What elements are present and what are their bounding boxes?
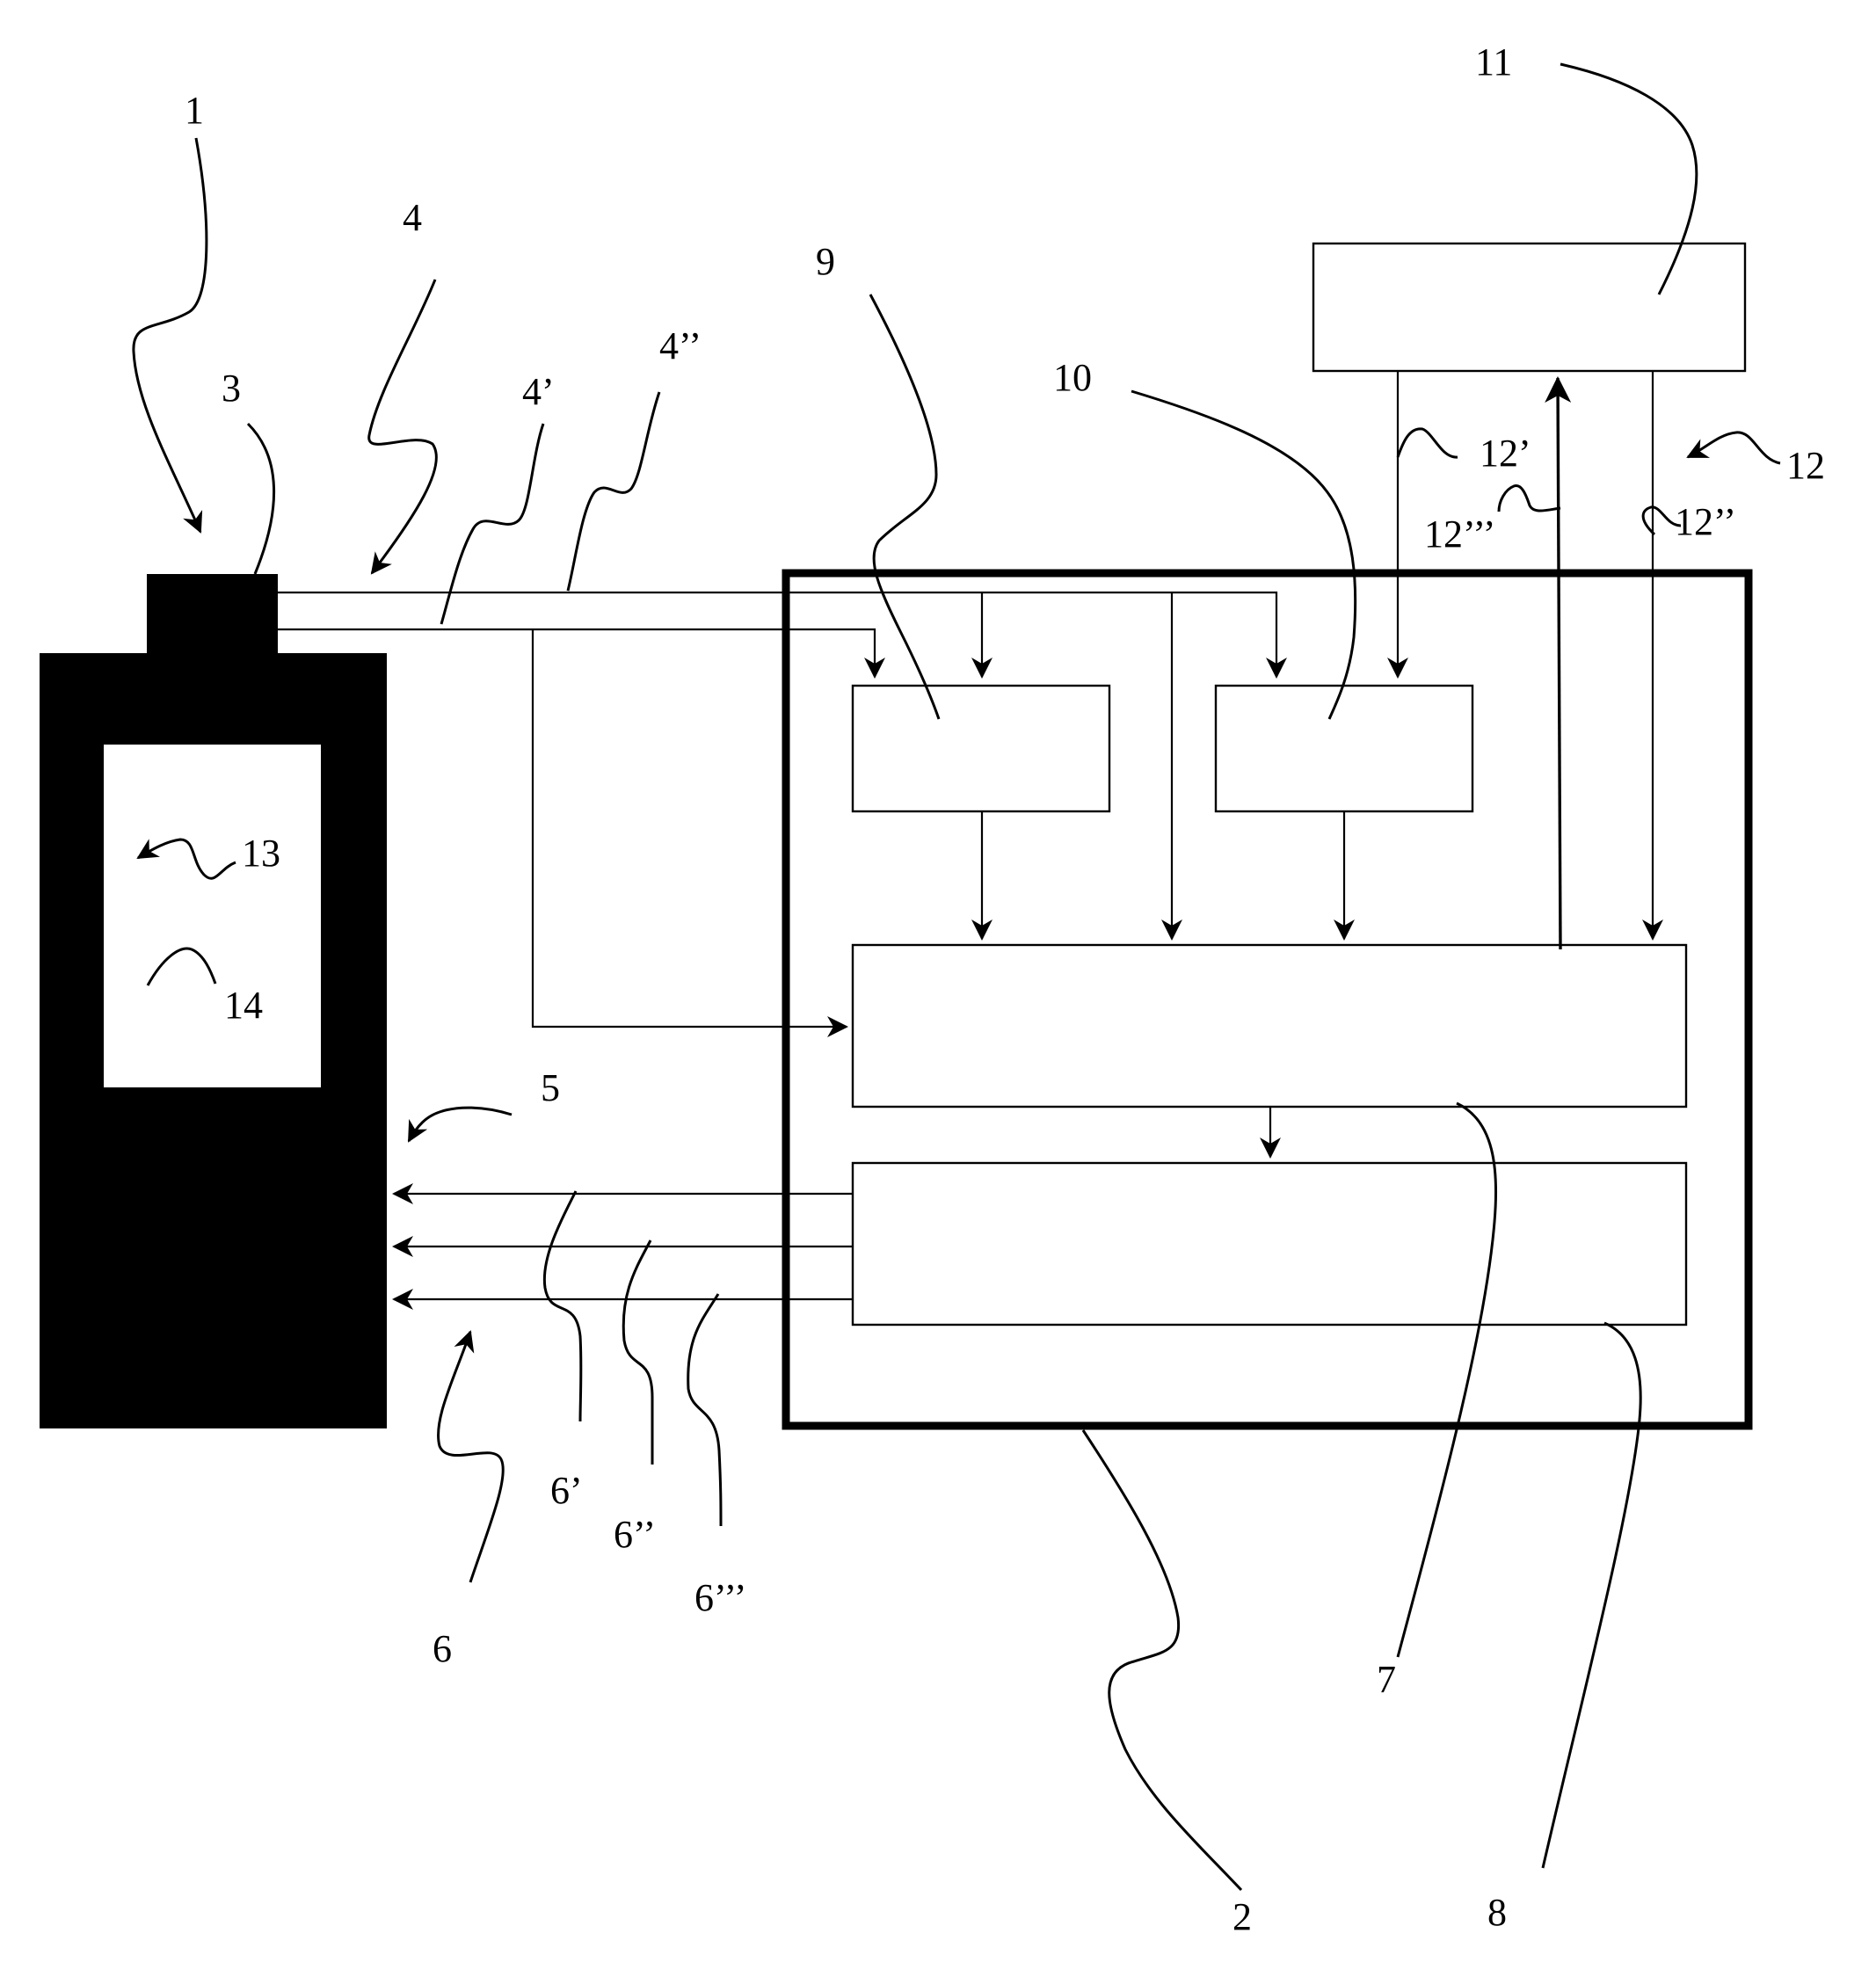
label-6ppp: 6’’’ bbox=[694, 1576, 746, 1619]
leader-4pp bbox=[568, 392, 659, 591]
leader-8 bbox=[1543, 1323, 1640, 1868]
label-13: 13 bbox=[242, 832, 280, 875]
leader-6p bbox=[544, 1191, 581, 1421]
label-12ppp: 12’’’ bbox=[1424, 512, 1495, 556]
label-7: 7 bbox=[1377, 1658, 1396, 1701]
leader-6 bbox=[439, 1332, 504, 1582]
label-6p: 6’ bbox=[550, 1469, 583, 1512]
label-4p: 4’ bbox=[522, 370, 555, 413]
block-10 bbox=[1216, 686, 1472, 811]
block-7 bbox=[853, 945, 1686, 1107]
leader-3 bbox=[248, 424, 274, 574]
line-4p-branch-7 bbox=[533, 629, 847, 1027]
block-9 bbox=[853, 686, 1109, 811]
label-6: 6 bbox=[433, 1627, 452, 1670]
label-10: 10 bbox=[1053, 356, 1092, 399]
leader-4p bbox=[441, 424, 543, 624]
leader-12p bbox=[1398, 429, 1458, 457]
label-9: 9 bbox=[816, 240, 835, 283]
device-connector-3 bbox=[147, 574, 278, 656]
device-1 bbox=[40, 574, 387, 1428]
label-1: 1 bbox=[185, 89, 204, 132]
label-6pp: 6’’ bbox=[614, 1513, 656, 1556]
device-display bbox=[104, 745, 321, 1087]
label-3: 3 bbox=[222, 367, 241, 410]
label-4pp: 4’’ bbox=[659, 324, 702, 367]
leader-4 bbox=[369, 280, 437, 573]
leader-1 bbox=[134, 138, 207, 532]
label-11: 11 bbox=[1475, 40, 1512, 84]
leader-2 bbox=[1083, 1430, 1241, 1890]
line-4pp bbox=[278, 592, 1276, 677]
label-2: 2 bbox=[1232, 1895, 1252, 1938]
label-4: 4 bbox=[403, 196, 422, 239]
leader-6pp bbox=[623, 1240, 652, 1465]
label-5: 5 bbox=[541, 1066, 560, 1109]
leader-12ppp bbox=[1499, 485, 1560, 512]
label-14: 14 bbox=[224, 984, 263, 1027]
label-12p: 12’ bbox=[1480, 432, 1531, 475]
label-12pp: 12’’ bbox=[1675, 500, 1736, 543]
leader-12 bbox=[1688, 432, 1780, 463]
leader-9 bbox=[870, 294, 939, 719]
block-8 bbox=[853, 1163, 1686, 1325]
leader-6ppp bbox=[688, 1294, 721, 1526]
line-12ppp bbox=[1558, 378, 1560, 949]
leader-5 bbox=[409, 1108, 512, 1141]
leader-10 bbox=[1131, 391, 1356, 719]
label-8: 8 bbox=[1487, 1891, 1507, 1934]
block-11 bbox=[1313, 243, 1745, 371]
label-12: 12 bbox=[1786, 444, 1825, 487]
